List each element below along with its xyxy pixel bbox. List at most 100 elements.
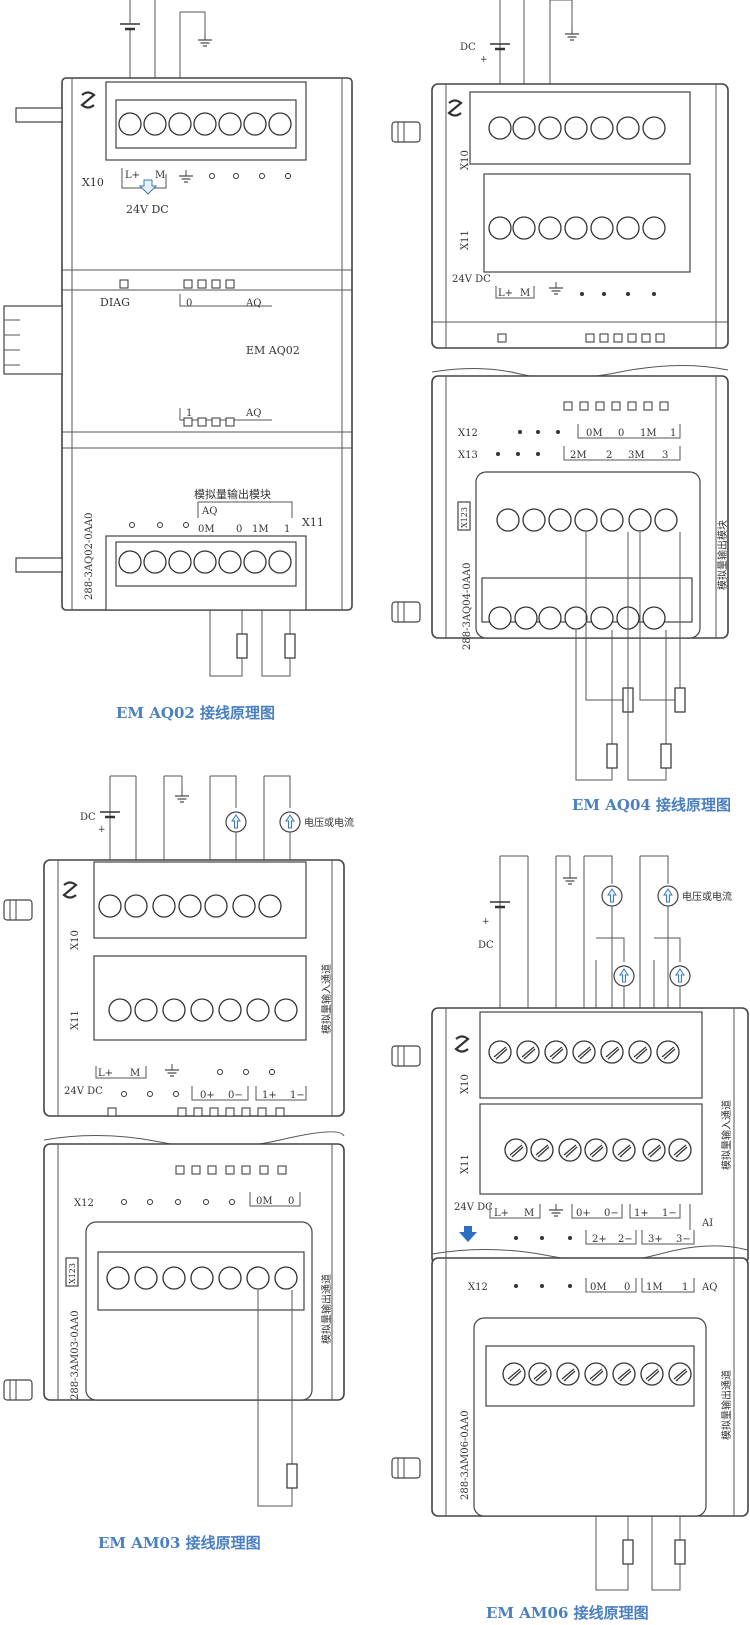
label-ch0: 0 [186,298,192,309]
current-source-icon [613,965,635,987]
battery-icon [118,22,142,31]
label-cn-module: 模拟量输出模块 [716,520,729,590]
din-clip [15,557,63,573]
label-dc: DC [80,812,96,823]
label-1m: 1M [252,524,269,535]
label-m: M [155,170,165,181]
side-connector [3,305,63,375]
ground-icon [174,789,190,803]
resistor-icon [286,1463,298,1489]
resistor-icon [622,1539,634,1565]
part-number: 288-3AM06-0AA0 [460,1410,471,1500]
label-lplus: L+ [125,170,140,181]
label-aq: AQ [701,1282,717,1293]
label-voltage-current: 电压或电流 [682,890,732,903]
current-source-icon [279,811,301,833]
resistor-icon [674,687,686,713]
label-r12-1: 1 [670,428,676,439]
label-dc: DC [478,940,494,951]
label-r12-0m: 0M [586,428,603,439]
resistor-icon [236,633,248,659]
label-1: 1 [284,524,290,535]
label-r12-1m: 1M [640,428,657,439]
label-supply: 24V DC [454,1202,493,1213]
label-diag: DIAG [100,296,130,309]
label-out-1: 1 [682,1282,688,1293]
label-cn-in: 模拟量输入通道 [320,964,333,1034]
module-em-am03: DC + 电压或电流 X10 X11 模拟量输入通道 L+ M [3,775,354,1552]
label-x10: X10 [70,930,81,950]
label-cn-out: 模拟量输出通道 [720,1370,733,1440]
label-in-0p: 0+ [200,1090,215,1101]
label-in-0m: 0− [604,1208,619,1219]
label-m: M [130,1068,140,1079]
label-aq-c: AQ [201,506,217,517]
label-cn-in: 模拟量输入通道 [720,1100,733,1170]
label-out-1m: 1M [646,1282,663,1293]
label-x11: X11 [460,1154,471,1174]
part-number: 288-3AM03-0AA0 [70,1310,81,1400]
label-out-0: 0 [288,1196,294,1207]
terminal-block-x11[interactable] [93,955,307,1041]
terminal-block-x12[interactable] [85,1221,313,1401]
din-clip [391,121,421,143]
module-em-aq04: DC + X10 X11 24V DC L+ M [391,0,731,814]
label-lplus: L+ [494,1208,509,1219]
label-r13-3: 3 [662,450,668,461]
label-m: M [520,288,530,299]
resistor-icon [606,743,618,769]
label-0m: 0M [198,524,215,535]
label-x12: X12 [458,428,478,439]
din-clip [15,107,63,123]
din-clip [391,1045,421,1067]
label-plus: + [98,825,106,835]
current-source-icon [669,965,691,987]
label-x12: X12 [74,1198,94,1209]
resistor-icon [674,1539,686,1565]
part-number: 288-3AQ04-0AA0 [462,562,473,650]
label-in-1m: 1− [290,1090,305,1101]
label-aq-a: AQ [245,298,261,309]
label-cn-out: 模拟量输出通道 [320,1274,333,1344]
current-source-icon [601,885,623,907]
part-number: 288-3AQ02-0AA0 [84,512,95,600]
arrow-down-icon [138,179,158,195]
label-supply: 24V DC [126,203,169,216]
label-x12: X12 [468,1282,488,1293]
label-in-2p: 2+ [592,1234,607,1245]
label-tag: X123 [460,507,469,528]
label-supply: 24V DC [452,274,491,285]
label-dc: DC [460,42,476,53]
label-x10: X10 [460,1074,471,1094]
caption-aq04: EM AQ04 接线原理图 [572,796,731,814]
label-in-1p: 1+ [262,1090,277,1101]
current-source-icon [225,811,247,833]
label-plus: + [482,917,490,927]
din-clip [391,1457,421,1479]
ground-icon [197,33,213,47]
label-out-0: 0 [624,1282,630,1293]
label-r13-2: 2 [606,450,612,461]
ground-icon [562,871,578,885]
label-ai: AI [701,1218,713,1229]
label-plus: + [480,55,488,65]
caption-am06: EM AM06 接线原理图 [486,1604,649,1622]
resistor-icon [284,633,296,659]
label-in-1p: 1+ [634,1208,649,1219]
label-x10: X10 [82,176,104,189]
label-x10: X10 [460,150,471,170]
label-m: M [524,1208,534,1219]
caption-aq02: EM AQ02 接线原理图 [116,704,275,722]
din-clip [3,1379,33,1401]
label-voltage-current: 电压或电流 [304,816,354,829]
label-r13-2m: 2M [570,450,587,461]
model-label: EM AQ02 [246,344,300,357]
label-0: 0 [236,524,242,535]
label-in-3m: 3− [676,1234,691,1245]
resistor-icon [660,743,672,769]
current-source-icon [657,885,679,907]
din-clip [391,601,421,623]
module-em-aq02: X10 L+ M 24V DC DIAG 0 AQ EM AQ02 1 AQ 模… [3,0,353,722]
label-supply: 24V DC [64,1086,103,1097]
label-x11: X11 [302,516,324,529]
